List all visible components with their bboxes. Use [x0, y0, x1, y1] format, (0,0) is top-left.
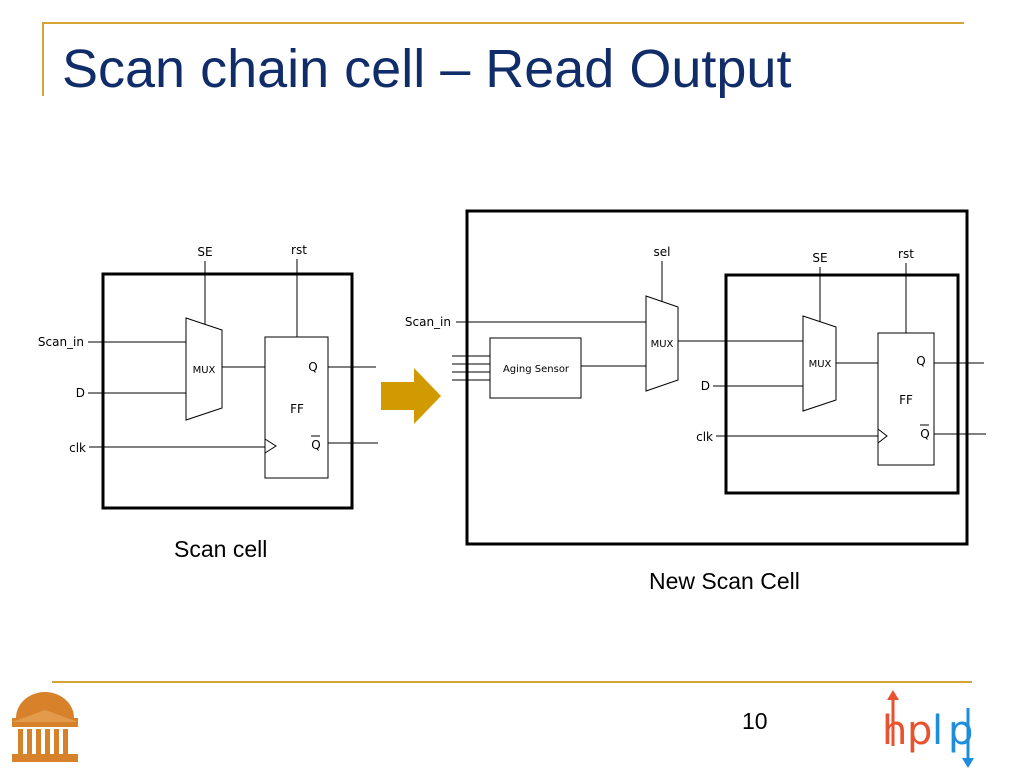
se-mux-label: MUX: [809, 359, 832, 370]
hplp-logo-text-p: p: [907, 708, 932, 754]
scan-cell-clock-triangle: [264, 438, 277, 454]
hplp-logo-text-h: h: [882, 708, 907, 754]
title-accent-horizontal-rule: [42, 22, 964, 24]
new-scan-cell-inner-border: [724, 273, 960, 495]
sel-label: sel: [654, 245, 671, 259]
new-rst-label: rst: [898, 247, 914, 261]
scan-cell-scan-in-label: Scan_in: [38, 335, 84, 349]
new-se-label: SE: [812, 251, 827, 265]
transition-arrow: [381, 368, 441, 424]
aging-sensor-label: Aging Sensor: [503, 364, 570, 375]
hplp-logo-icon: h p l p: [882, 690, 974, 768]
new-flip-flop: [877, 332, 935, 466]
new-qbar-label: Q: [920, 427, 929, 441]
se-mux: [802, 315, 837, 412]
scan-cell-caption: Scan cell: [174, 536, 268, 562]
sel-mux: [645, 295, 679, 392]
scan-cell-clk-label: clk: [69, 441, 86, 455]
new-scan-in-label: Scan_in: [405, 315, 451, 329]
new-d-label: D: [701, 379, 710, 393]
new-ff-label: FF: [899, 393, 913, 407]
scan-cell-flip-flop: [264, 336, 329, 479]
university-rotunda-logo-icon: [12, 692, 78, 762]
slide-title: Scan chain cell – Read Output: [62, 39, 792, 99]
footer-rule: [52, 681, 972, 683]
new-clock-triangle: [877, 428, 888, 444]
new-scan-cell: Aging Sensor MUX sel Scan_in MUX SE D FF…: [405, 209, 986, 546]
title-accent-vertical-rule: [42, 22, 44, 96]
scan-cell-ff-label: FF: [290, 402, 304, 416]
scan-cell-q-label: Q: [308, 360, 317, 374]
page-number: 10: [742, 708, 768, 734]
scan-cell: MUX FF Q Q SE rst Scan_in D clk: [38, 243, 378, 510]
new-clk-label: clk: [696, 430, 713, 444]
hplp-logo-text-l: l: [932, 708, 943, 754]
scan-cell-d-label: D: [76, 386, 85, 400]
new-scan-cell-caption: New Scan Cell: [649, 568, 800, 594]
hplp-logo-text-p2: p: [948, 708, 973, 754]
scan-cell-mux: [185, 317, 223, 421]
scan-cell-border: [101, 272, 354, 510]
aging-sensor-block: [489, 337, 582, 399]
scan-cell-qbar-label: Q: [311, 438, 320, 452]
scan-cell-mux-label: MUX: [193, 365, 216, 376]
sel-mux-label: MUX: [651, 339, 674, 350]
scan-cell-se-label: SE: [197, 245, 212, 259]
new-scan-cell-outer-border: [465, 209, 969, 546]
scan-cell-rst-label: rst: [291, 243, 307, 257]
new-q-label: Q: [916, 354, 925, 368]
